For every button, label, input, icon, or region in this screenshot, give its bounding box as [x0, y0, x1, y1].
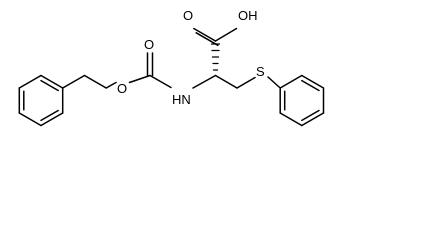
hydroxyl-label: OH — [238, 8, 258, 23]
bond — [267, 76, 281, 89]
bond — [105, 81, 117, 89]
bond — [279, 74, 303, 89]
bond — [301, 74, 325, 89]
bond — [18, 74, 42, 89]
stereo-hash-bond — [210, 43, 221, 71]
bond — [40, 74, 64, 89]
bond — [214, 74, 238, 89]
aromatic-inner-bond — [40, 109, 59, 122]
aromatic-inner-bond — [40, 79, 59, 92]
benzyl-phenyl-ring — [18, 74, 64, 127]
bond — [83, 74, 107, 89]
bond — [236, 76, 256, 89]
bond — [61, 74, 86, 89]
bond — [18, 112, 42, 127]
bond — [214, 27, 238, 42]
bond — [128, 74, 151, 84]
bond — [149, 74, 172, 89]
aromatic-inner-bond — [301, 109, 320, 122]
bond — [195, 32, 219, 47]
nitrogen-label: HN — [172, 92, 191, 107]
ester-oxygen-label: O — [117, 81, 127, 96]
thiophenyl-ring — [279, 74, 325, 127]
bond — [193, 27, 217, 42]
bond — [192, 74, 217, 89]
bond — [279, 112, 303, 127]
sulfur-label: S — [256, 64, 265, 79]
acid-oxygen-label: O — [183, 8, 193, 23]
bond — [40, 112, 64, 127]
molecule-structure: O O HN O OH S — [18, 8, 325, 127]
aromatic-inner-bond — [301, 79, 320, 92]
bond — [301, 112, 325, 127]
carbonyl-oxygen-label: O — [144, 37, 154, 52]
